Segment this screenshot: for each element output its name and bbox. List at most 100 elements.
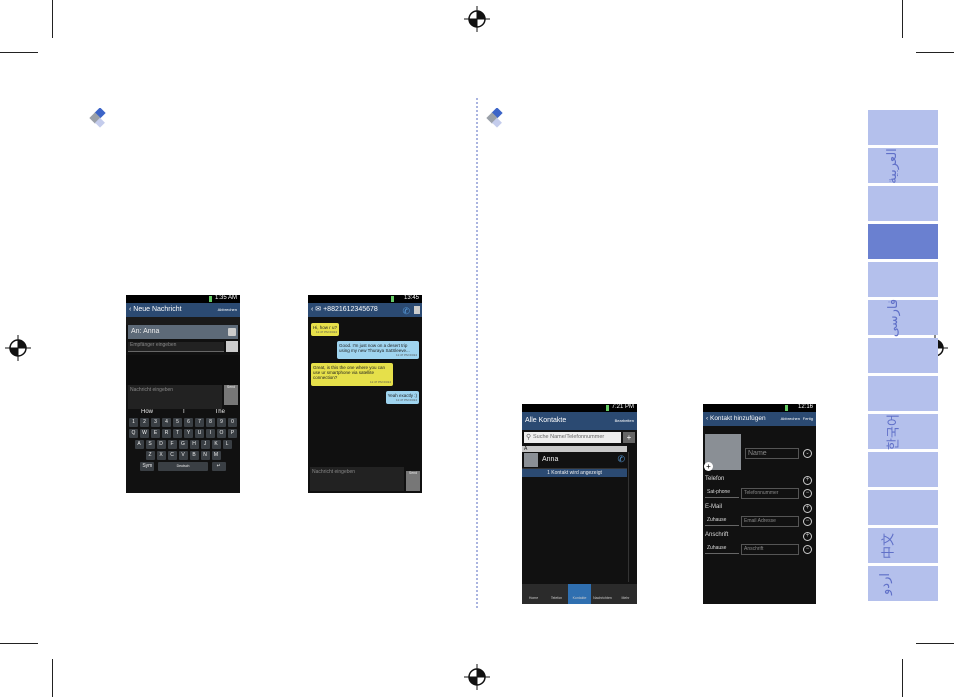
call-icon[interactable]: ✆ <box>617 454 625 464</box>
language-tab[interactable] <box>868 186 938 221</box>
keyboard-key[interactable]: P <box>228 429 237 438</box>
bottom-tab[interactable]: Mehr <box>621 596 630 600</box>
keyboard-key[interactable]: G <box>178 440 188 449</box>
keyboard-key[interactable]: B <box>189 451 199 460</box>
send-button[interactable]: Send <box>406 471 420 491</box>
keyboard-key[interactable]: 1 <box>129 418 138 427</box>
space-key[interactable]: Deutsch <box>158 462 208 471</box>
done-button[interactable]: Fertig <box>802 416 813 421</box>
keyboard-key[interactable]: C <box>167 451 177 460</box>
bottom-tab[interactable]: Telefon <box>550 596 563 600</box>
phone-input[interactable]: Telefonnummer <box>741 488 799 499</box>
keyboard-key[interactable]: X <box>156 451 166 460</box>
contact-row[interactable]: Anna ✆ <box>522 452 627 469</box>
address-input[interactable]: Anschrift <box>741 544 799 555</box>
send-button[interactable]: Send <box>224 385 238 405</box>
language-tab[interactable] <box>868 490 938 525</box>
suggestion-word[interactable]: The <box>214 409 225 415</box>
add-contact-button[interactable]: + <box>623 432 635 443</box>
add-phone-icon[interactable]: + <box>803 476 812 485</box>
keyboard-key[interactable]: S <box>145 440 155 449</box>
cancel-button[interactable]: Abbrechen <box>780 416 800 421</box>
keyboard-key[interactable]: H <box>189 440 199 449</box>
keyboard-key[interactable]: 4 <box>162 418 171 427</box>
suggestion-word[interactable]: I <box>182 409 185 415</box>
keyboard-key[interactable]: V <box>178 451 188 460</box>
email-input[interactable]: Email Adresse <box>741 516 799 527</box>
keyboard-key[interactable]: K <box>211 440 221 449</box>
language-tab[interactable] <box>868 376 938 411</box>
keyboard-key[interactable]: L <box>222 440 232 449</box>
message-input[interactable]: Nachricht eingeben <box>128 385 222 409</box>
call-icon[interactable]: ✆ <box>402 306 410 316</box>
keyboard-key[interactable]: D <box>156 440 166 449</box>
remove-email-icon[interactable]: − <box>803 517 812 526</box>
bottom-tab[interactable]: Nachrichten <box>593 596 612 600</box>
sym-key[interactable]: Sym <box>140 462 155 471</box>
keyboard-key[interactable]: M <box>211 451 221 460</box>
keyboard-key[interactable]: 6 <box>184 418 193 427</box>
delete-icon[interactable] <box>414 306 420 314</box>
contacts-icon[interactable] <box>226 341 238 352</box>
message-bubble[interactable]: Hi, how r u?11:47 PM 03/24 <box>311 323 340 336</box>
email-type-select[interactable]: Zuhause <box>705 516 739 526</box>
language-tab[interactable] <box>868 452 938 487</box>
keyboard-key[interactable]: W <box>140 429 149 438</box>
keyboard-key[interactable]: J <box>200 440 210 449</box>
enter-key[interactable]: ↵ <box>211 462 226 471</box>
keyboard-key[interactable]: 2 <box>140 418 149 427</box>
keyboard-key[interactable]: Q <box>129 429 138 438</box>
keyboard-key[interactable]: N <box>200 451 210 460</box>
add-address-icon[interactable]: + <box>803 532 812 541</box>
message-bubble[interactable]: Good. I'm just now on a desert trip usin… <box>337 341 419 359</box>
message-bubble[interactable]: Yeah exactly :)11:47 PM 03/24 <box>385 391 419 404</box>
cancel-button[interactable]: Abbrechen <box>217 307 237 312</box>
index-scrollbar[interactable] <box>628 452 636 582</box>
recipient-input[interactable]: Empfänger eingeben <box>128 342 224 352</box>
remove-address-icon[interactable]: − <box>803 545 812 554</box>
keyboard-key[interactable]: E <box>151 429 160 438</box>
keyboard-key[interactable]: A <box>134 440 144 449</box>
language-tab[interactable] <box>868 110 938 145</box>
bottom-tab[interactable]: Kontakte <box>568 584 591 604</box>
add-photo-icon[interactable]: + <box>704 462 713 471</box>
language-tab[interactable] <box>868 262 938 297</box>
bottom-tab[interactable]: Home <box>528 596 539 600</box>
keyboard-key[interactable]: U <box>195 429 204 438</box>
recipient-chip[interactable]: An: Anna <box>128 325 238 339</box>
keyboard-key[interactable]: Z <box>145 451 155 460</box>
language-tab[interactable] <box>868 224 938 259</box>
language-tab-label: العربية <box>883 147 899 184</box>
remove-phone-icon[interactable]: − <box>803 489 812 498</box>
keyboard-key[interactable]: R <box>162 429 171 438</box>
address-type-select[interactable]: Zuhause <box>705 544 739 554</box>
message-input[interactable]: Nachricht eingeben <box>310 467 404 491</box>
name-field[interactable]: Name <box>745 448 799 459</box>
language-tab[interactable]: اردو <box>868 566 938 601</box>
keyboard-key[interactable]: O <box>217 429 226 438</box>
phone-type-select[interactable]: Sat-phone <box>705 488 739 498</box>
language-tab[interactable]: 한국어 <box>868 414 938 449</box>
expand-icon[interactable]: ⌄ <box>803 449 812 458</box>
language-tab[interactable]: فارسی <box>868 298 938 337</box>
language-tab[interactable] <box>868 338 938 373</box>
keyboard-key[interactable]: F <box>167 440 177 449</box>
suggestion-word[interactable]: How <box>140 409 153 415</box>
send-label: Send <box>408 471 418 475</box>
keyboard-key[interactable]: 0 <box>228 418 237 427</box>
keyboard-key[interactable]: 5 <box>173 418 182 427</box>
keyboard-key[interactable]: 3 <box>151 418 160 427</box>
search-input[interactable]: Suche Name/Telefonnummer <box>524 432 621 443</box>
language-tab[interactable]: 中文 <box>868 528 938 563</box>
message-bubble[interactable]: Great, is this the one where you can use… <box>311 363 393 386</box>
add-email-icon[interactable]: + <box>803 504 812 513</box>
keyboard-key[interactable]: Y <box>184 429 193 438</box>
keyboard-key[interactable]: 8 <box>206 418 215 427</box>
keyboard-key[interactable]: 9 <box>217 418 226 427</box>
keyboard-key[interactable]: 7 <box>195 418 204 427</box>
keyboard-key[interactable]: T <box>173 429 182 438</box>
keyboard-key[interactable]: I <box>206 429 215 438</box>
language-tab[interactable]: العربية <box>868 148 938 183</box>
conversation-number: +8821612345678 <box>323 306 378 313</box>
edit-button[interactable]: Bearbeiten <box>614 418 634 423</box>
